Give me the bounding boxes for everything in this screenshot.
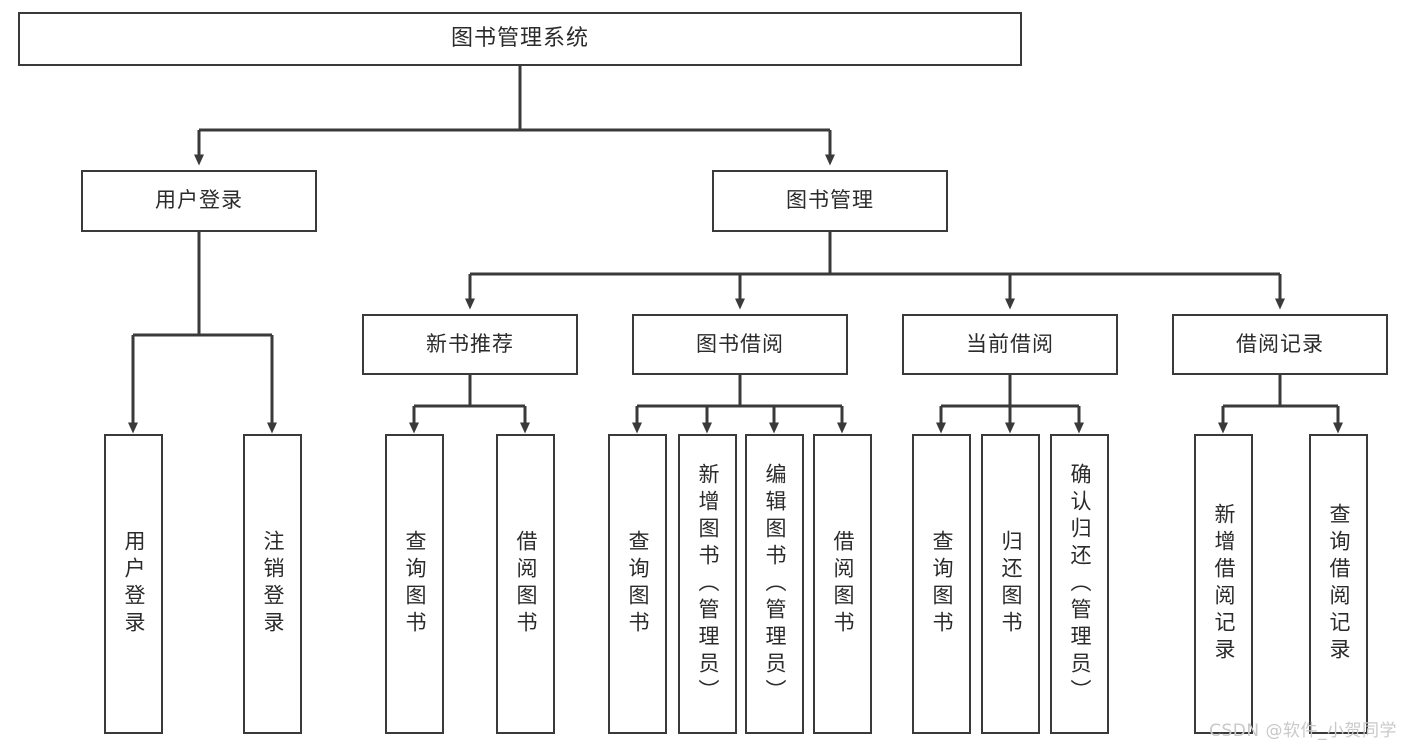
leaf-label: 用户登录 (122, 530, 146, 638)
leaf-label: 新增图书（管理员） (696, 462, 720, 706)
node-user-login-label: 用户登录 (155, 188, 243, 213)
node-book-management[interactable]: 图书管理 (712, 170, 948, 232)
node-current-borrow[interactable]: 当前借阅 (902, 314, 1118, 375)
leaf-borrow-edit-book-admin[interactable]: 编辑图书（管理员） (745, 434, 804, 734)
node-book-borrow-label: 图书借阅 (696, 331, 784, 356)
leaf-record-add-record[interactable]: 新增借阅记录 (1194, 434, 1253, 734)
leaf-recommend-borrow-book[interactable]: 借阅图书 (496, 434, 555, 734)
leaf-label: 查询图书 (626, 530, 650, 638)
leaf-label: 编辑图书（管理员） (763, 462, 787, 706)
leaf-label: 归还图书 (999, 530, 1023, 638)
leaf-borrow-borrow-book[interactable]: 借阅图书 (813, 434, 872, 734)
node-book-borrow[interactable]: 图书借阅 (632, 314, 848, 375)
leaf-label: 确认归还（管理员） (1068, 462, 1092, 706)
leaf-user-login-login[interactable]: 用户登录 (104, 434, 163, 734)
leaf-recommend-query-book[interactable]: 查询图书 (385, 434, 444, 734)
leaf-current-confirm-return-admin[interactable]: 确认归还（管理员） (1050, 434, 1109, 734)
node-root[interactable]: 图书管理系统 (18, 12, 1022, 66)
leaf-user-login-logout[interactable]: 注销登录 (243, 434, 302, 734)
leaf-borrow-query-book[interactable]: 查询图书 (608, 434, 667, 734)
node-current-borrow-label: 当前借阅 (966, 331, 1054, 356)
node-user-login[interactable]: 用户登录 (81, 170, 317, 232)
node-book-management-label: 图书管理 (786, 188, 874, 213)
node-new-book-recommend-label: 新书推荐 (426, 331, 514, 356)
leaf-record-query-record[interactable]: 查询借阅记录 (1309, 434, 1368, 734)
leaf-borrow-add-book-admin[interactable]: 新增图书（管理员） (678, 434, 737, 734)
leaf-current-query-book[interactable]: 查询图书 (912, 434, 971, 734)
leaf-label: 查询图书 (403, 530, 427, 638)
node-borrow-record[interactable]: 借阅记录 (1172, 314, 1388, 375)
leaf-current-return-book[interactable]: 归还图书 (981, 434, 1040, 734)
leaf-label: 借阅图书 (831, 530, 855, 638)
node-borrow-record-label: 借阅记录 (1236, 331, 1324, 356)
leaf-label: 查询借阅记录 (1327, 503, 1351, 665)
watermark: CSDN @软件_小贺同学 (1209, 721, 1397, 741)
node-root-label: 图书管理系统 (450, 25, 589, 51)
node-new-book-recommend[interactable]: 新书推荐 (362, 314, 578, 375)
leaf-label: 借阅图书 (514, 530, 538, 638)
leaf-label: 查询图书 (930, 530, 954, 638)
leaf-label: 注销登录 (261, 530, 285, 638)
leaf-label: 新增借阅记录 (1212, 503, 1236, 665)
